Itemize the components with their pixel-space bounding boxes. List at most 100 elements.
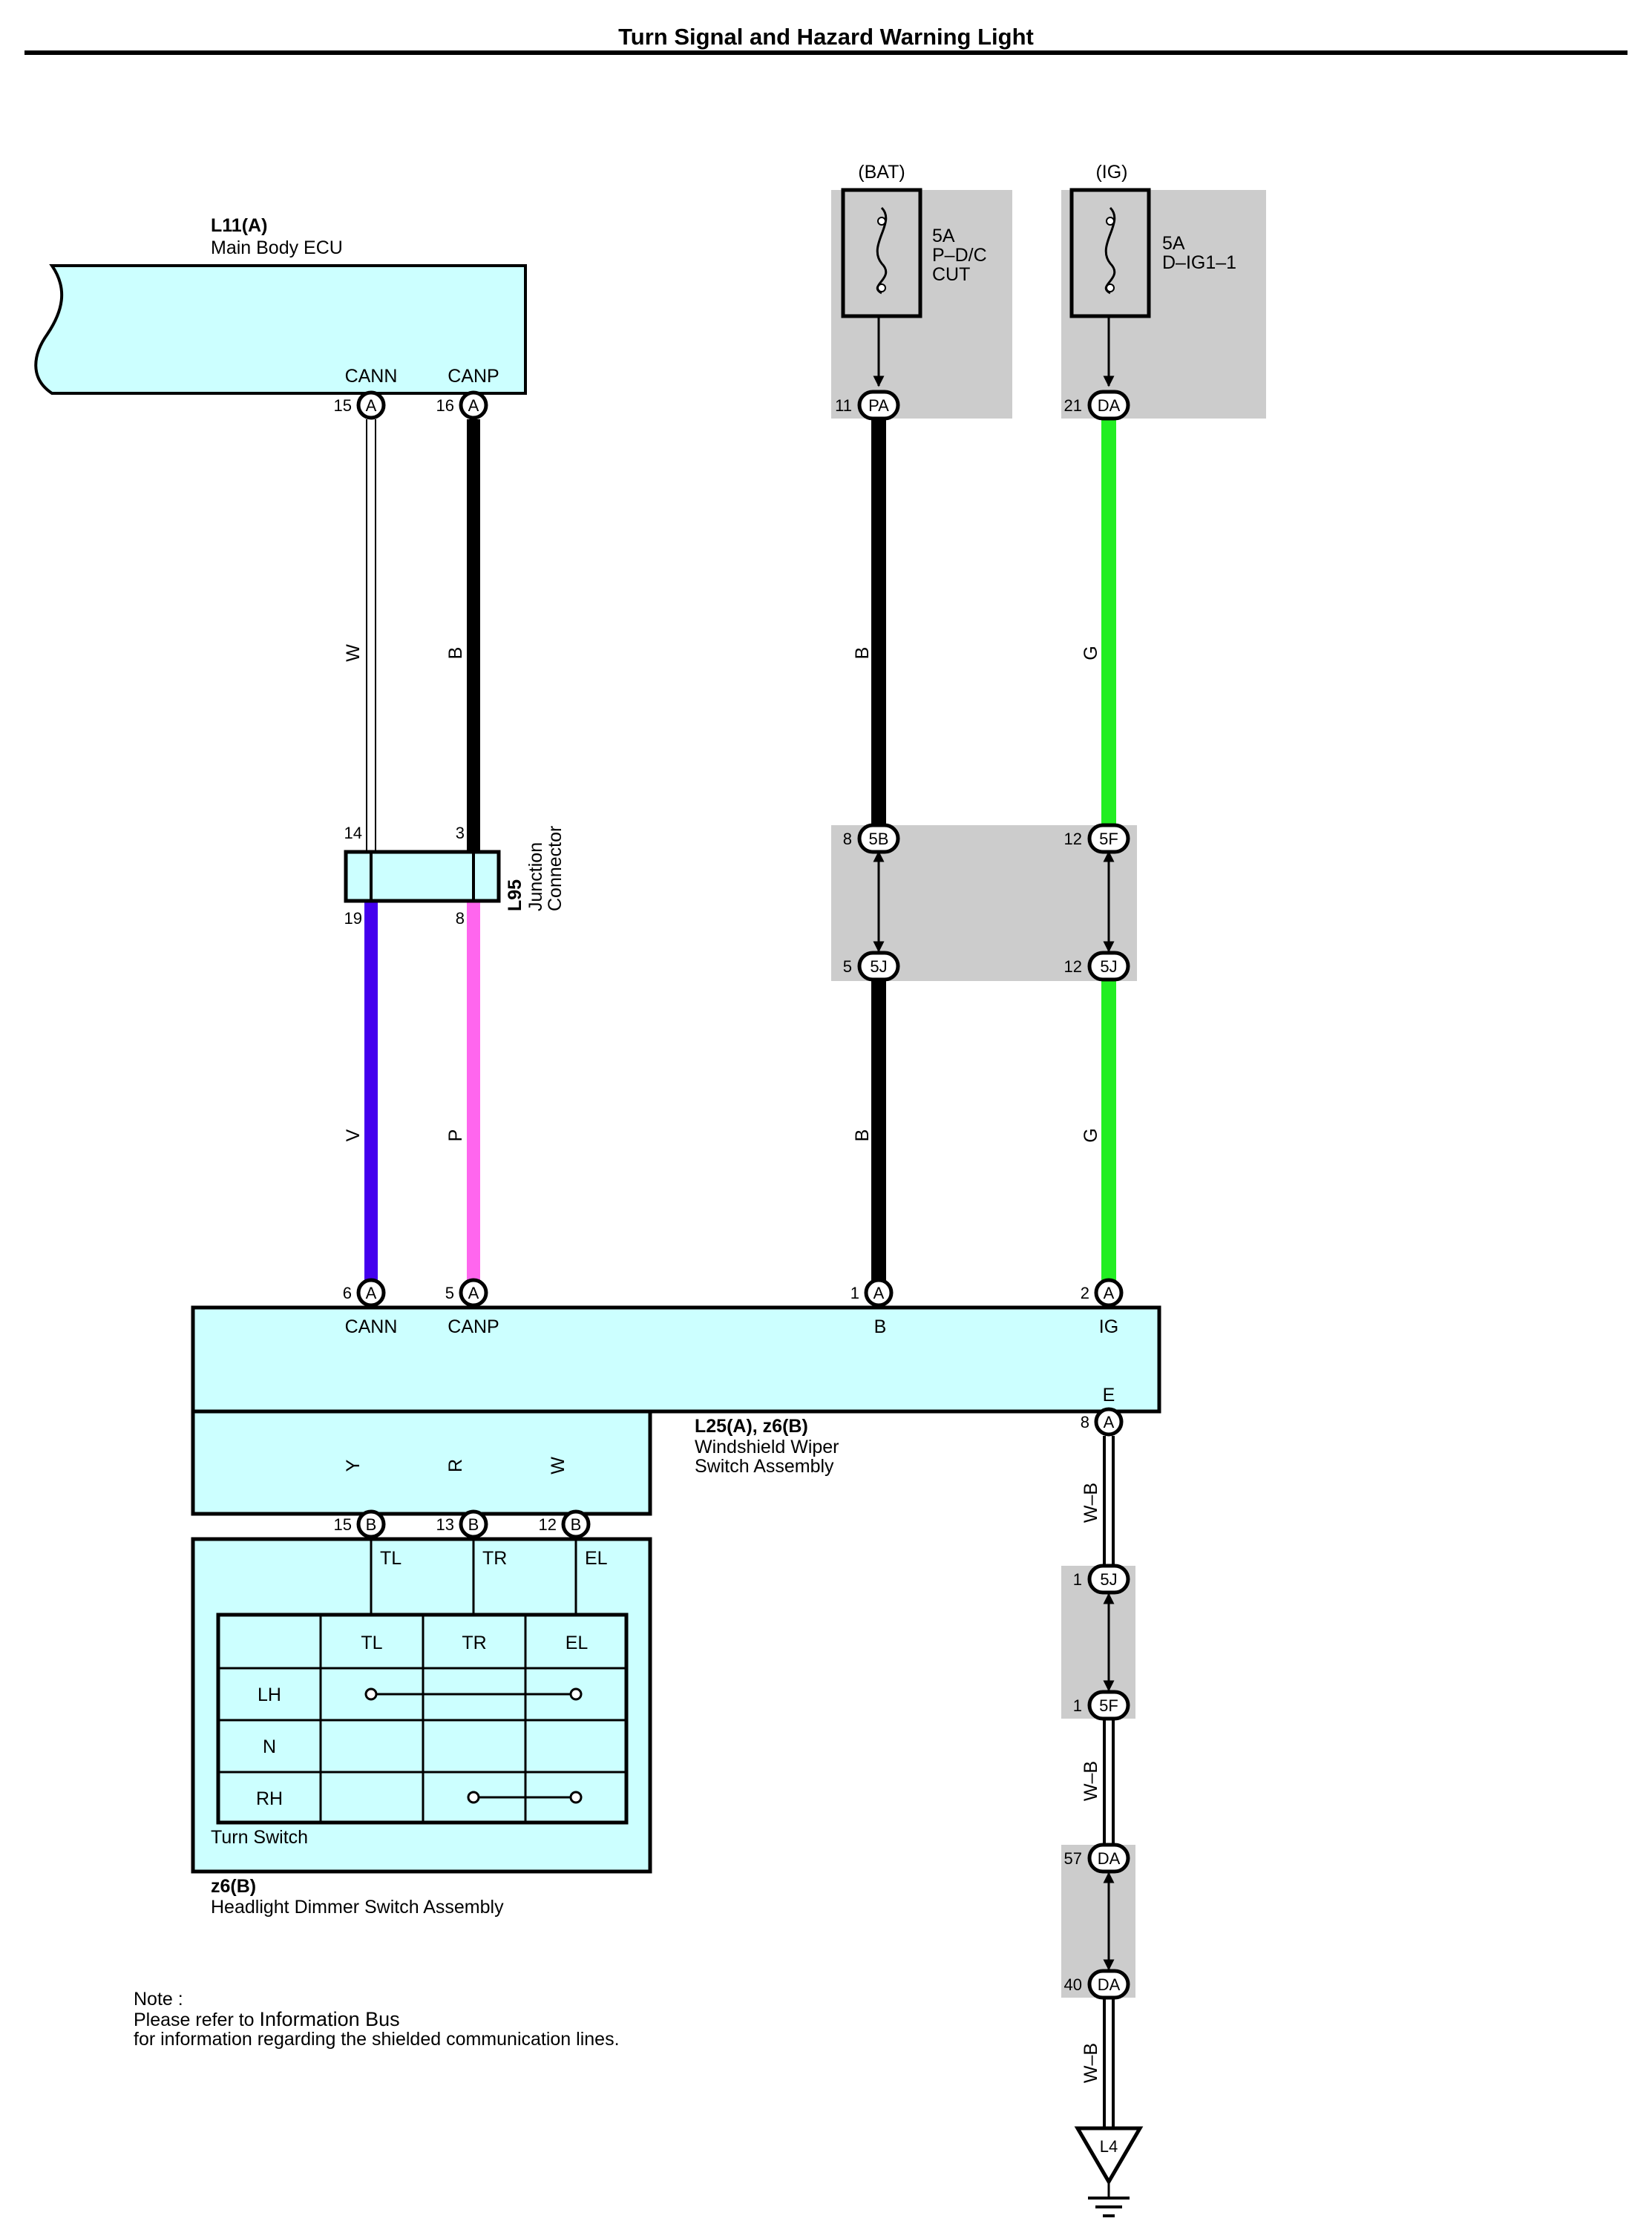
svg-text:A: A [366,396,377,415]
note-line-1: Note : [134,1989,183,2010]
svg-text:16: 16 [436,396,454,415]
wire-label-wb-3: W–B [1081,2043,1101,2083]
svg-text:B: B [571,1515,582,1534]
wiper-switch-name-2: Switch Assembly [695,1456,834,1477]
rh-continuity-dot-el [569,1791,583,1804]
svg-text:15: 15 [334,1515,352,1534]
wiper-pin-e: A 8 [1081,1407,1124,1437]
bat-fuse-end-bottom [877,283,886,292]
bat-fuse-end-top [877,217,886,226]
ig-source-label: (IG) [1095,162,1127,183]
svg-text:B: B [366,1515,377,1534]
note-line-2: Please refer to Information Bus [134,2008,400,2030]
wiper-switch-code: L25(A), z6(B) [695,1416,808,1437]
junction-pin-top-left: 14 [344,824,362,842]
note-line-3: for information regarding the shielded c… [134,2029,620,2050]
wire-label-r: R [445,1459,466,1472]
bat-fuse-name-2: CUT [932,264,970,285]
svg-text:5J: 5J [1100,957,1117,976]
wire-label-g-bottom: G [1081,1128,1101,1142]
junction-name-1: Junction [525,842,546,911]
svg-text:8: 8 [1081,1413,1089,1431]
information-bus-link[interactable]: Information Bus [260,2008,400,2030]
table-col-tl: TL [361,1633,382,1653]
ig-fuse-amp: 5A [1162,233,1185,254]
turn-terminal-el: EL [585,1548,608,1569]
wiper-terminal-ig-label: IG [1099,1316,1118,1337]
turn-terminal-tl: TL [380,1548,401,1569]
wiper-terminal-b-label: B [874,1316,887,1337]
svg-text:PA: PA [868,396,889,415]
bat-fuse-box [841,188,922,318]
wiper-pin-b15: B 15 [334,1509,386,1539]
bat-source-label: (BAT) [858,162,905,183]
ecu-pin-canp: A 16 [436,390,488,420]
svg-text:5: 5 [843,957,852,976]
table-row-rh: RH [256,1788,283,1809]
svg-text:5F: 5F [1099,1696,1118,1715]
lh-continuity-dot-tl [364,1687,378,1701]
wiper-pin-canp: A 5 [445,1278,488,1308]
turn-switch-table [216,1613,629,1825]
g-upper-connector: 5F 12 [1064,823,1130,854]
wire-label-w-el: W [548,1457,568,1475]
svg-text:12: 12 [1064,957,1082,976]
svg-text:A: A [468,1284,479,1302]
wire-label-b-power-bottom: B [852,1129,873,1142]
svg-text:5J: 5J [870,957,887,976]
svg-text:5J: 5J [1100,1570,1117,1589]
table-row-lh: LH [258,1685,281,1705]
wire-label-b-can: B [445,647,466,660]
wiper-terminal-canp-label: CANP [448,1316,499,1337]
wire-label-g-top: G [1081,646,1101,660]
svg-text:12: 12 [539,1515,557,1534]
ecu-name: Main Body ECU [211,237,343,258]
wire-label-wb-2: W–B [1081,1761,1101,1801]
svg-text:DA: DA [1098,1975,1121,1994]
gnd-connector-4: DA 40 [1064,1969,1130,2000]
ecu-body [34,264,527,395]
wire-label-w: W [343,644,364,662]
svg-text:13: 13 [436,1515,454,1534]
svg-text:8: 8 [843,830,852,848]
wire-label-b-power-top: B [852,647,873,660]
wire-label-v: V [343,1129,364,1141]
svg-text:5F: 5F [1099,830,1118,848]
gnd-connector-3: DA 57 [1064,1843,1130,1874]
b-upper-connector: 5B 8 [843,823,900,854]
ig-fuse-box [1069,188,1151,318]
svg-text:DA: DA [1098,396,1121,415]
bat-fuse-pin: PA 11 [835,390,900,421]
wiper-pin-ig: A 2 [1081,1278,1124,1308]
svg-text:1: 1 [1073,1696,1082,1715]
b-lower-connector: 5J 5 [843,951,900,982]
ig-fuse-name-1: D–IG1–1 [1162,252,1236,273]
bat-fuse-name-1: P–D/C [932,245,987,266]
table-row-n: N [263,1736,276,1757]
junction-pin-top-right: 3 [456,824,465,842]
svg-text:57: 57 [1064,1849,1082,1868]
ground-symbol [1074,2126,1144,2217]
ig-fuse-end-top [1106,217,1115,226]
wiper-switch-lower-body [191,1409,652,1516]
svg-text:A: A [366,1284,377,1302]
svg-text:1: 1 [850,1284,859,1302]
wire-label-wb-1: W–B [1081,1483,1101,1523]
lh-continuity-dot-el [569,1687,583,1701]
page-title: Turn Signal and Hazard Warning Light [618,24,1034,50]
svg-text:2: 2 [1081,1284,1089,1302]
ig-fuse-shade [1061,190,1266,419]
dimmer-code: z6(B) [211,1876,256,1897]
junction-name-2: Connector [545,826,566,911]
wiper-pin-cann: A 6 [343,1278,386,1308]
svg-text:A: A [468,396,479,415]
turn-switch-name: Turn Switch [211,1827,308,1848]
svg-text:1: 1 [1073,1570,1082,1589]
ecu-terminal-cann-label: CANN [345,366,398,387]
wiper-pin-b13: B 13 [436,1509,488,1539]
gnd-connector-1: 5J 1 [1073,1564,1130,1595]
svg-text:5B: 5B [869,830,889,848]
ig-fuse-end-bottom [1106,283,1115,292]
wiper-switch-body [191,1305,1161,1414]
